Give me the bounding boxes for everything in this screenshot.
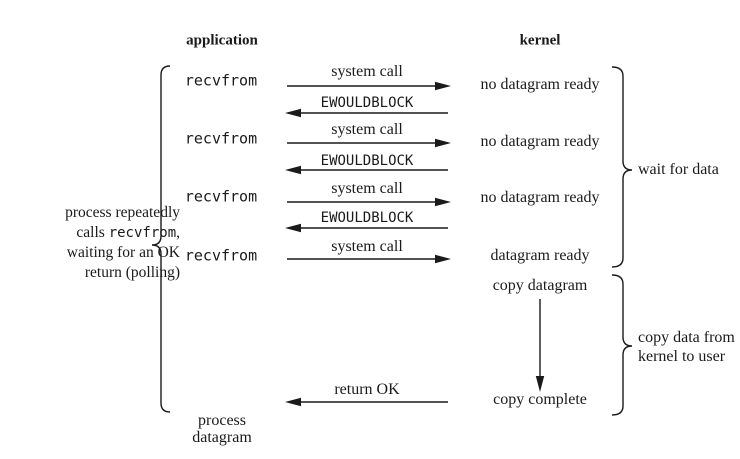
kernel-state-1: no datagram ready: [480, 76, 600, 93]
ewouldblock-arrow-3: [285, 223, 448, 233]
copy-data-brace: [611, 274, 633, 416]
kernel-column-header: kernel: [519, 32, 561, 49]
ewouldblock-arrow-1: [285, 108, 448, 118]
kernel-state-2: no datagram ready: [480, 133, 600, 150]
recvfrom-call-3: recvfrom: [184, 187, 258, 206]
process-datagram-line-1: process: [198, 412, 246, 429]
system-call-arrow-2: [287, 138, 451, 148]
copy-data-label-line-2: kernel to user: [638, 348, 726, 365]
polling-note: process repeatedly calls recvfrom, waiti…: [65, 203, 180, 282]
wait-for-data-label: wait for data: [638, 161, 719, 178]
system-call-label-2: system call: [331, 121, 403, 138]
polling-note-line-2-suffix: ,: [176, 223, 180, 241]
left-brace: [151, 65, 171, 413]
system-call-label-1: system call: [331, 63, 403, 80]
recvfrom-call-2: recvfrom: [184, 129, 258, 148]
ewouldblock-label-2: EWOULDBLOCK: [320, 153, 414, 169]
copy-complete-label: copy complete: [493, 391, 587, 408]
system-call-arrow-3: [287, 197, 451, 207]
copy-datagram-label: copy datagram: [492, 277, 588, 294]
polling-note-line-2: calls recvfrom,: [65, 223, 180, 244]
return-ok-arrow: [285, 397, 448, 407]
polling-note-recvfrom-code: recvfrom: [108, 224, 177, 241]
kernel-state-4: datagram ready: [490, 247, 590, 264]
ewouldblock-label-3: EWOULDBLOCK: [320, 210, 414, 226]
recvfrom-call-4: recvfrom: [184, 246, 258, 265]
polling-note-line-2-prefix: calls: [76, 223, 109, 241]
copy-data-label-line-1: copy data from: [638, 329, 735, 346]
polling-note-line-1: process repeatedly: [65, 204, 180, 221]
system-call-label-3: system call: [331, 180, 403, 197]
ewouldblock-label-1: EWOULDBLOCK: [320, 95, 414, 111]
system-call-arrow-1: [287, 81, 451, 91]
recvfrom-call-1: recvfrom: [184, 71, 258, 90]
polling-note-line-3: waiting for an OK: [66, 244, 180, 261]
polling-note-line-4: return (polling): [84, 263, 180, 281]
kernel-state-3: no datagram ready: [480, 189, 600, 206]
system-call-arrow-4: [287, 254, 451, 264]
ewouldblock-arrow-2: [285, 165, 448, 175]
process-datagram-line-2: datagram: [192, 429, 252, 446]
wait-for-data-brace: [611, 66, 633, 268]
application-column-header: application: [186, 32, 258, 49]
system-call-label-4: system call: [331, 238, 403, 255]
return-ok-label: return OK: [334, 381, 400, 398]
copy-data-label: copy data from kernel to user: [638, 328, 735, 366]
copy-progress-arrow: [535, 299, 545, 392]
